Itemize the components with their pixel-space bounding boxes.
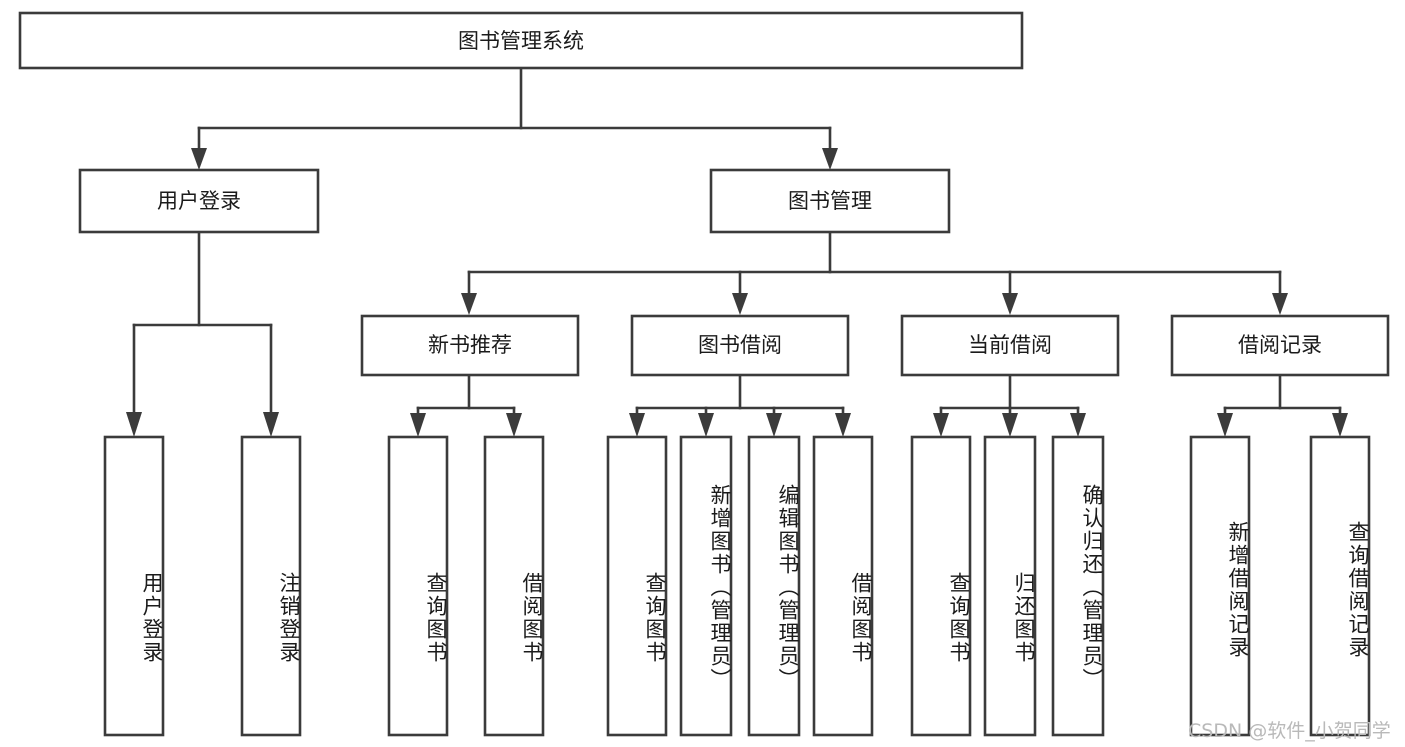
arrow-leaf-query-book-3 [933,413,949,437]
node-book-borrow-box[interactable] [630,314,850,377]
arrow-leaf-confirm-return [1070,413,1086,437]
node-borrow-record-box[interactable] [1170,314,1390,377]
arrow-leaf-return-book [1002,413,1018,437]
node-new-book-recommend-box[interactable] [360,314,580,377]
leaf-boxes [103,435,1371,737]
node-book-management[interactable]: 图书管理 [709,168,951,234]
arrow-leaf-query-book-1 [410,413,426,437]
arrow-new-book-recommend [461,293,477,315]
node-book-management-box[interactable] [709,168,951,234]
arrow-borrow-record [1272,293,1288,315]
leaf-query-book-2-box[interactable] [606,435,668,737]
leaf-borrow-book-1-box[interactable] [483,435,545,737]
leaf-add-book-box[interactable] [679,435,733,737]
leaf-edit-book-box[interactable] [747,435,801,737]
node-book-management-label: 图书管理 [788,189,872,213]
node-borrow-record[interactable]: 借阅记录 [1170,314,1390,377]
node-current-borrow-label: 当前借阅 [968,333,1052,357]
node-user-login-box[interactable] [78,168,320,234]
leaf-add-record-box[interactable] [1189,435,1251,737]
arrow-book-borrow [732,293,748,315]
arrow-user-login [191,148,207,170]
leaf-query-record-box[interactable] [1309,435,1371,737]
arrow-leaf-borrow-book-1 [506,413,522,437]
node-new-book-recommend[interactable]: 新书推荐 [360,314,580,377]
node-current-borrow-box[interactable] [900,314,1120,377]
arrow-leaf-logout-login [263,412,279,437]
leaf-user-login-box[interactable] [103,435,165,737]
arrow-leaf-add-book [698,413,714,437]
node-user-login-label: 用户登录 [157,189,241,213]
arrow-leaf-user-login [126,412,142,437]
leaf-confirm-return-box[interactable] [1051,435,1105,737]
node-user-login[interactable]: 用户登录 [78,168,320,234]
arrow-leaf-borrow-book-2 [835,413,851,437]
arrow-leaf-query-record [1332,413,1348,437]
arrow-book-management [822,148,838,170]
leaf-return-book-box[interactable] [983,435,1037,737]
arrow-leaf-query-book-2 [629,413,645,437]
node-book-borrow[interactable]: 图书借阅 [630,314,850,377]
csdn-watermark: CSDN @软件_小贺同学 [1188,720,1391,742]
node-book-borrow-label: 图书借阅 [698,333,782,357]
node-root-box[interactable] [18,11,1024,70]
leaf-borrow-book-2-box[interactable] [812,435,874,737]
arrow-leaf-add-record [1217,413,1233,437]
node-root[interactable]: 图书管理系统 [18,11,1024,70]
leaf-query-book-3-box[interactable] [910,435,972,737]
arrow-leaf-edit-book [766,413,782,437]
node-borrow-record-label: 借阅记录 [1238,333,1322,357]
node-current-borrow[interactable]: 当前借阅 [900,314,1120,377]
leaf-query-book-1-box[interactable] [387,435,449,737]
node-root-label: 图书管理系统 [458,29,584,53]
leaf-logout-login-box[interactable] [240,435,302,737]
arrow-current-borrow [1002,293,1018,315]
node-new-book-recommend-label: 新书推荐 [428,333,512,357]
connectors [126,66,1348,437]
